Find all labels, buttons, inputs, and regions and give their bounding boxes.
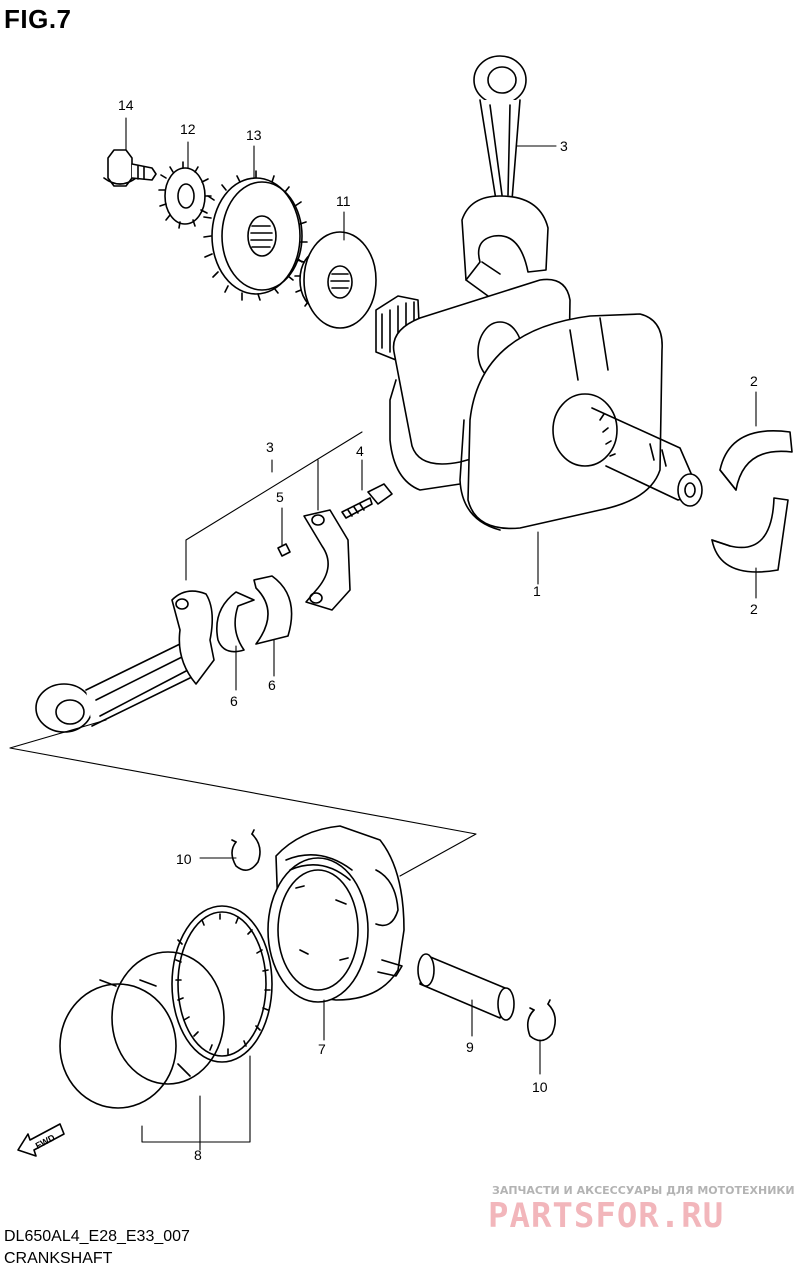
part-10-circlip-left[interactable] [231, 829, 261, 871]
part-4-cap-bolt[interactable] [341, 483, 393, 519]
callout-1: 1 [533, 583, 541, 599]
callout-9: 9 [466, 1039, 474, 1055]
part-8-piston-ring-top[interactable] [59, 979, 177, 1109]
part-8-piston-ring-second[interactable] [111, 951, 225, 1085]
section-name: CRANKSHAFT [4, 1250, 113, 1267]
leader-lines [9, 117, 757, 1151]
watermark-tagline: ЗАПЧАСТИ И АКСЕССУАРЫ ДЛЯ МОТОТЕХНИКИ [492, 1184, 795, 1197]
callout-12: 12 [180, 121, 196, 137]
callout-4: 4 [356, 443, 364, 459]
part-12-small-gear[interactable] [158, 161, 212, 229]
fwd-direction-arrow [17, 1123, 65, 1157]
callout-3-upper: 3 [560, 138, 568, 154]
model-code: DL650AL4_E28_E33_007 [4, 1228, 190, 1245]
callout-14: 14 [118, 97, 134, 113]
callout-8: 8 [194, 1147, 202, 1163]
figure-label: FIG.7 [4, 4, 72, 34]
callout-6-b: 6 [268, 677, 276, 693]
part-2-main-bearing-upper[interactable] [719, 430, 793, 491]
callout-2-lower: 2 [750, 601, 758, 617]
part-1-crankshaft[interactable] [375, 278, 703, 531]
part-2-main-bearing-lower[interactable] [711, 497, 789, 573]
part-10-circlip-right[interactable] [526, 999, 556, 1042]
callout-10-left: 10 [176, 851, 192, 867]
callout-6-a: 6 [230, 693, 238, 709]
part-3-connecting-rod-lower[interactable] [35, 590, 215, 733]
callout-10-right: 10 [532, 1079, 548, 1095]
callout-11: 11 [336, 193, 351, 209]
callout-2-upper: 2 [750, 373, 758, 389]
watermark-logo: PARTSFOR.RU [488, 1196, 725, 1236]
part-3-connecting-rod-upper[interactable] [461, 55, 549, 297]
part-8-piston-ring-oil[interactable] [171, 905, 273, 1063]
part-5-dowel-pin[interactable] [277, 543, 291, 557]
part-6-rod-bearing-a[interactable] [216, 591, 255, 653]
part-6-rod-bearing-b[interactable] [253, 575, 293, 645]
part-3-rod-cap[interactable] [303, 509, 351, 611]
part-11-gear-washer[interactable] [294, 231, 377, 329]
callout-5: 5 [276, 489, 284, 505]
part-13-large-gear[interactable] [203, 170, 308, 301]
callout-7: 7 [318, 1041, 326, 1057]
callout-13: 13 [246, 127, 262, 143]
part-14-bolt[interactable] [103, 149, 157, 187]
part-7-piston[interactable] [267, 825, 405, 1003]
part-9-piston-pin[interactable] [417, 953, 515, 1021]
callout-3-lower: 3 [266, 439, 274, 455]
